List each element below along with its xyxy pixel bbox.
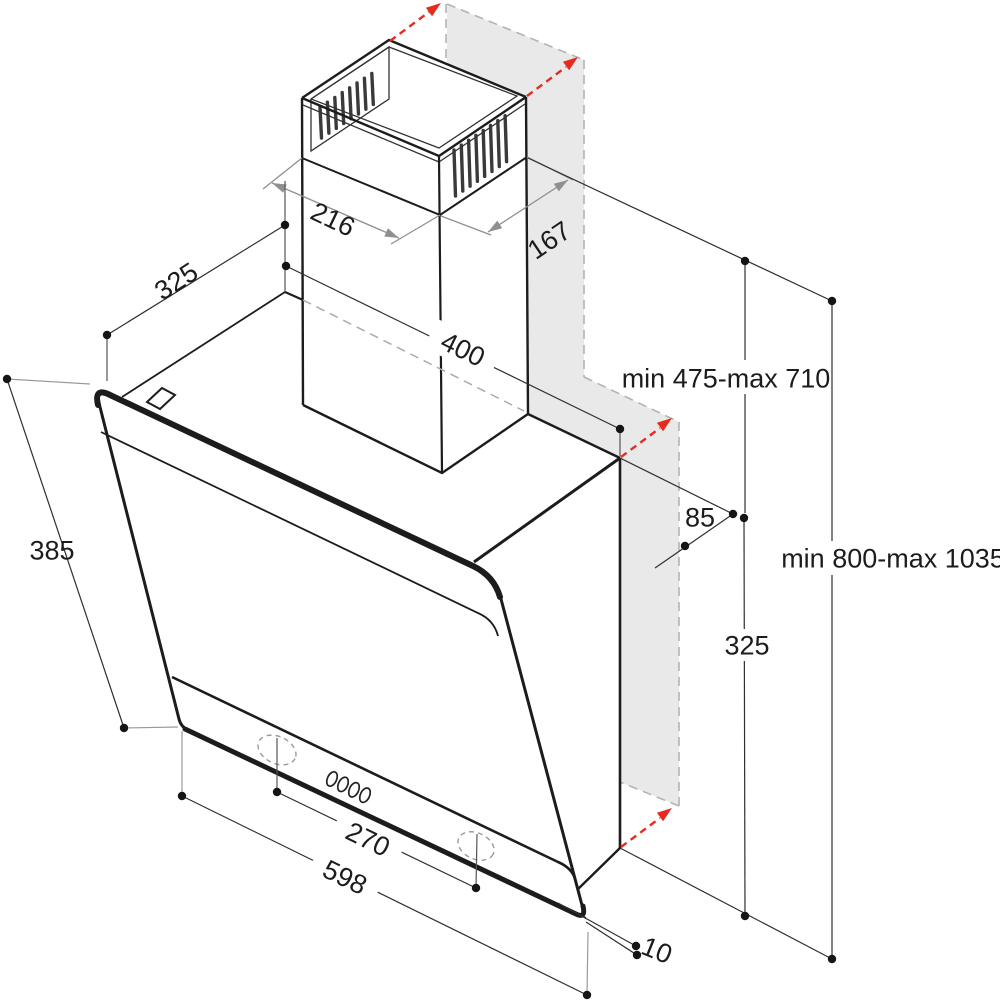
- knob-right-axis-line: [475, 833, 478, 889]
- dim-text-10: 10: [637, 931, 676, 970]
- dim-arrowhead-icon: [553, 180, 568, 192]
- label-bg: [305, 846, 385, 908]
- label-bg: [624, 360, 828, 394]
- chimney-left-vertical-edge: [300, 97, 305, 406]
- label-bg: [423, 318, 503, 380]
- dimension-side-height: 385: [6, 378, 179, 729]
- dimension-lower-wall-strip: 325: [718, 517, 776, 917]
- dim-text-min800: min 800-max 1035: [781, 543, 1000, 573]
- control-button-icon: [336, 776, 350, 793]
- dimension-top-offset: [106, 181, 286, 381]
- red-direction-arrows: [389, 3, 672, 848]
- dimension-chimney-height-range: min 475-max 710: [527, 157, 833, 513]
- control-button-icon: [347, 781, 361, 798]
- chimney-inner-rim: [309, 46, 519, 149]
- dimension-hood-width: [181, 731, 589, 996]
- red-arrow-bottom-icon: [620, 808, 672, 848]
- dimension-wall-strip-width: 85: [619, 457, 734, 569]
- dim-arrowhead-icon: [488, 220, 503, 232]
- chimney-lower-left-face: [302, 158, 442, 473]
- knob-marker-right-icon: [457, 831, 495, 861]
- label-bg: [718, 629, 776, 661]
- bracket-tab-left: [145, 386, 177, 411]
- chimney-rim-front-left-edge: [301, 96, 440, 158]
- control-button-icon: [358, 787, 372, 804]
- dimension-overall-height: min 800-max 1035: [619, 301, 1000, 960]
- label-598: 598: [305, 846, 385, 908]
- glass-panel: [94, 389, 587, 919]
- hood-bottom-wedge-edge: [573, 847, 621, 894]
- chimney-base-bottom-edges: [302, 403, 529, 475]
- chimney-rim-front-right-edge: [438, 96, 527, 157]
- control-band-line: [171, 675, 577, 880]
- chimney-rim-fold-lines: [302, 103, 526, 163]
- dimensions: 216 167 325 400: [2, 156, 1000, 1000]
- knob-marker-left-icon: [257, 734, 297, 766]
- red-arrow-middle-icon: [620, 418, 672, 458]
- top-face-left-edge: [121, 291, 286, 398]
- dim-text-325-top: 325: [149, 257, 203, 307]
- label-325-top: 325: [149, 257, 203, 307]
- chimney-lower-right-face: [440, 157, 528, 473]
- glass-top-edge-thick: [94, 389, 503, 600]
- vent-slots-right-icon: [452, 113, 509, 198]
- control-button-icon: [325, 770, 339, 788]
- top-face-right-edge: [473, 456, 621, 564]
- hidden-back-edge: [302, 299, 525, 412]
- dim-text-min475: min 475-max 710: [622, 363, 831, 393]
- glass-top-band-line: [100, 431, 499, 637]
- red-arrow-top-left-icon: [389, 3, 441, 42]
- dim-text-385: 385: [29, 535, 74, 565]
- chimney-right-vertical-edge: [524, 96, 530, 415]
- dim-text-85: 85: [685, 502, 715, 532]
- chimney-rim-back-edges: [301, 38, 527, 99]
- dim-arrowhead-icon: [384, 228, 399, 238]
- chimney: [300, 38, 530, 475]
- red-arrow-top-right-icon: [526, 57, 578, 97]
- label-bg: [328, 808, 408, 870]
- label-bg: [782, 541, 1000, 575]
- dimension-glass-thickness: [557, 902, 638, 956]
- controls: [257, 734, 495, 889]
- dimension-chimney-width: [262, 157, 441, 245]
- dimension-dots: [2, 220, 837, 1000]
- top-face-back-edge-left: [284, 290, 304, 302]
- label-10: 10: [637, 931, 676, 970]
- top-face-back-edge-right: [527, 412, 621, 460]
- hood-right-face: [474, 458, 620, 893]
- dim-arrowhead-icon: [272, 183, 287, 193]
- control-button-ovals: [325, 770, 372, 804]
- chimney-front-vertical-edge: [437, 155, 444, 474]
- dim-text-325-right: 325: [724, 630, 769, 660]
